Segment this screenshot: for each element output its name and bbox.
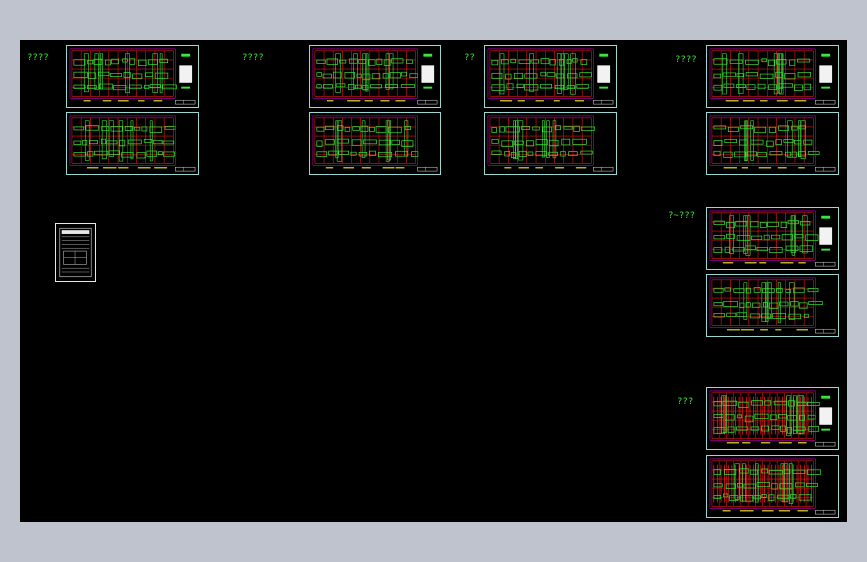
floor-plan-drawing <box>487 48 614 105</box>
sheet-g2-a[interactable] <box>309 45 441 108</box>
floor-plan-drawing <box>709 458 836 515</box>
sheet-g5-b[interactable] <box>706 274 839 337</box>
sheet-g4-a[interactable] <box>706 45 839 108</box>
floor-plan-drawing <box>709 48 836 105</box>
group-label-3: ?? <box>464 53 475 63</box>
group-label-4: ???? <box>675 55 697 65</box>
floor-plan-drawing <box>709 277 836 334</box>
sheet-g3-a[interactable] <box>484 45 617 108</box>
floor-plan-drawing <box>312 115 438 172</box>
group-label-2: ???? <box>242 53 264 63</box>
sheet-g5-a[interactable] <box>706 207 839 270</box>
index-sheet[interactable] <box>55 223 96 282</box>
drawing-canvas[interactable]: ???? ???? ?? ???? ?~??? ??? <box>20 40 847 522</box>
sheet-g3-b[interactable] <box>484 112 617 175</box>
floor-plan-drawing <box>69 48 196 105</box>
floor-plan-drawing <box>709 390 836 447</box>
sheet-g6-b[interactable] <box>706 455 839 518</box>
sheet-g6-a[interactable] <box>706 387 839 450</box>
floor-plan-drawing <box>709 210 836 267</box>
sheet-g4-b[interactable] <box>706 112 839 175</box>
index-sheet-drawing <box>59 227 92 278</box>
group-label-6: ??? <box>677 397 694 407</box>
group-label-1: ???? <box>27 53 49 63</box>
sheet-g1-b[interactable] <box>66 112 199 175</box>
floor-plan-drawing <box>312 48 438 105</box>
sheet-g2-b[interactable] <box>309 112 441 175</box>
floor-plan-drawing <box>487 115 614 172</box>
sheet-g1-a[interactable] <box>66 45 199 108</box>
floor-plan-drawing <box>69 115 196 172</box>
group-label-5: ?~??? <box>668 211 696 221</box>
floor-plan-drawing <box>709 115 836 172</box>
